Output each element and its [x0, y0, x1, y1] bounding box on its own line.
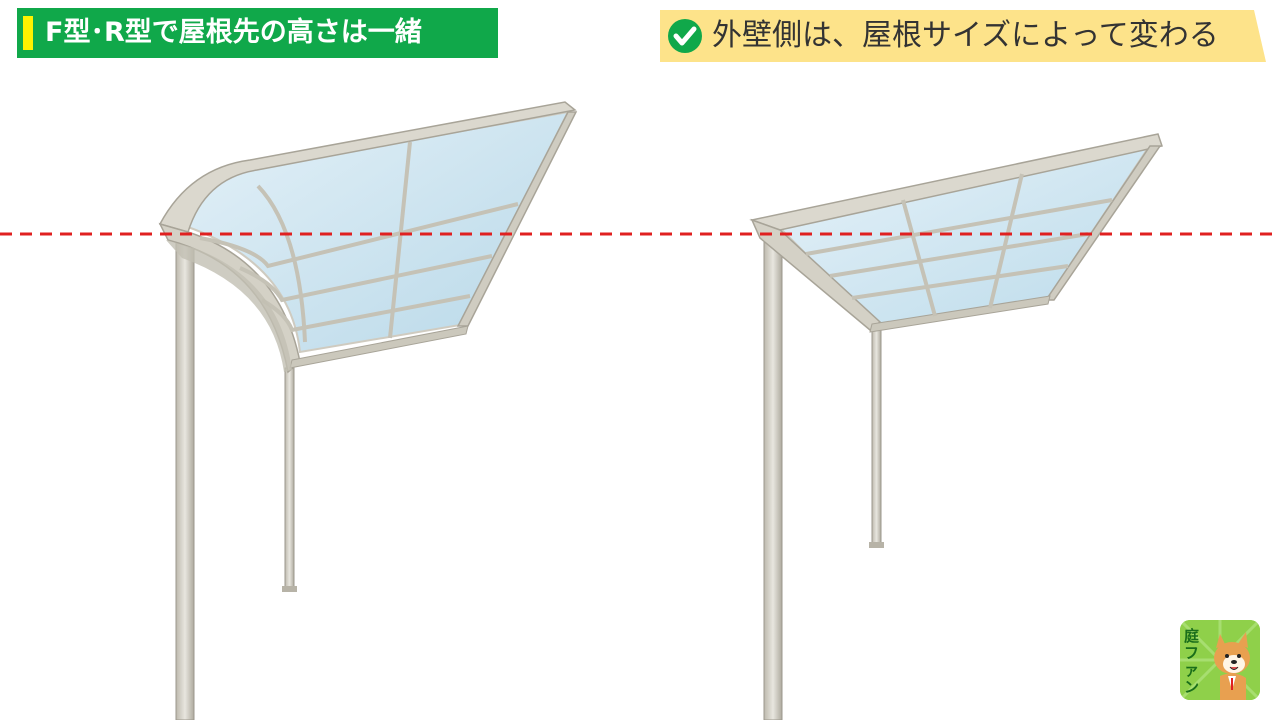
f-type-roof-structure: [749, 133, 1163, 720]
mascot-text: 庭ファン: [1184, 627, 1200, 696]
r-type-roof-structure: [158, 101, 578, 720]
check-icon: [668, 19, 702, 53]
heading-right-background: [660, 10, 1266, 62]
dog-mascot-icon: 庭ファン: [1180, 620, 1260, 700]
accent-bar: [23, 16, 33, 50]
heading-left-text: F型･R型で屋根先の高さは一緒: [45, 17, 422, 48]
heading-right-label: 外壁側は、屋根サイズによって変わる: [660, 10, 1266, 62]
heading-right-text: 外壁側は、屋根サイズによって変わる: [712, 18, 1219, 53]
heading-left-label: F型･R型で屋根先の高さは一緒: [17, 8, 498, 58]
